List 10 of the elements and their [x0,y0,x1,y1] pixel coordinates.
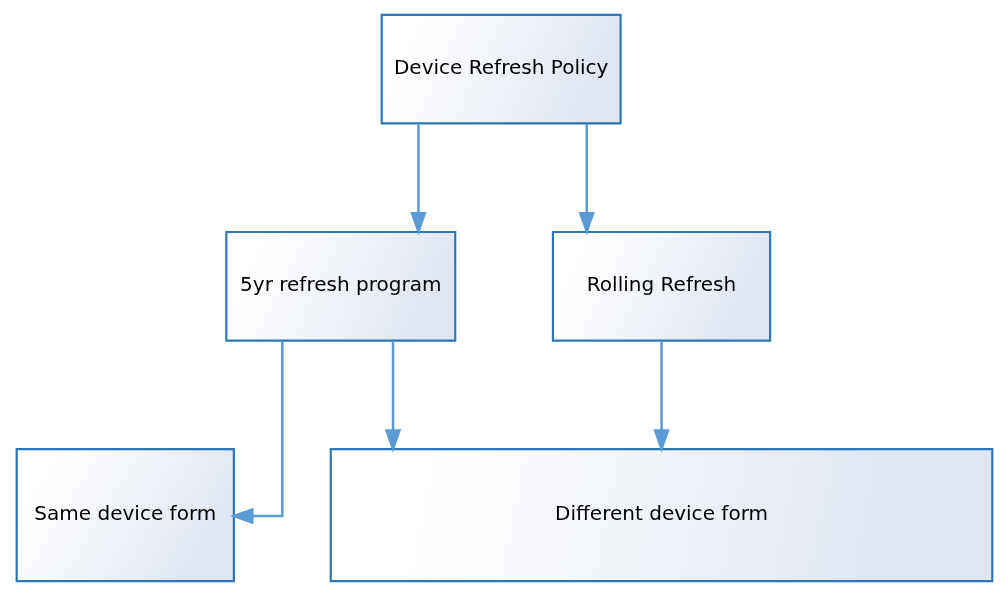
node-box: 5yr refresh program [224,230,456,342]
arrow [652,341,670,453]
node-box: Rolling Refresh [551,230,771,342]
node-box: Different device form [329,448,993,583]
arrow [229,340,284,525]
node-box: Same device form [15,448,235,583]
arrow [409,123,427,236]
arrow [384,341,401,453]
arrow [578,123,595,236]
node-box: Device Refresh Policy [380,13,622,125]
